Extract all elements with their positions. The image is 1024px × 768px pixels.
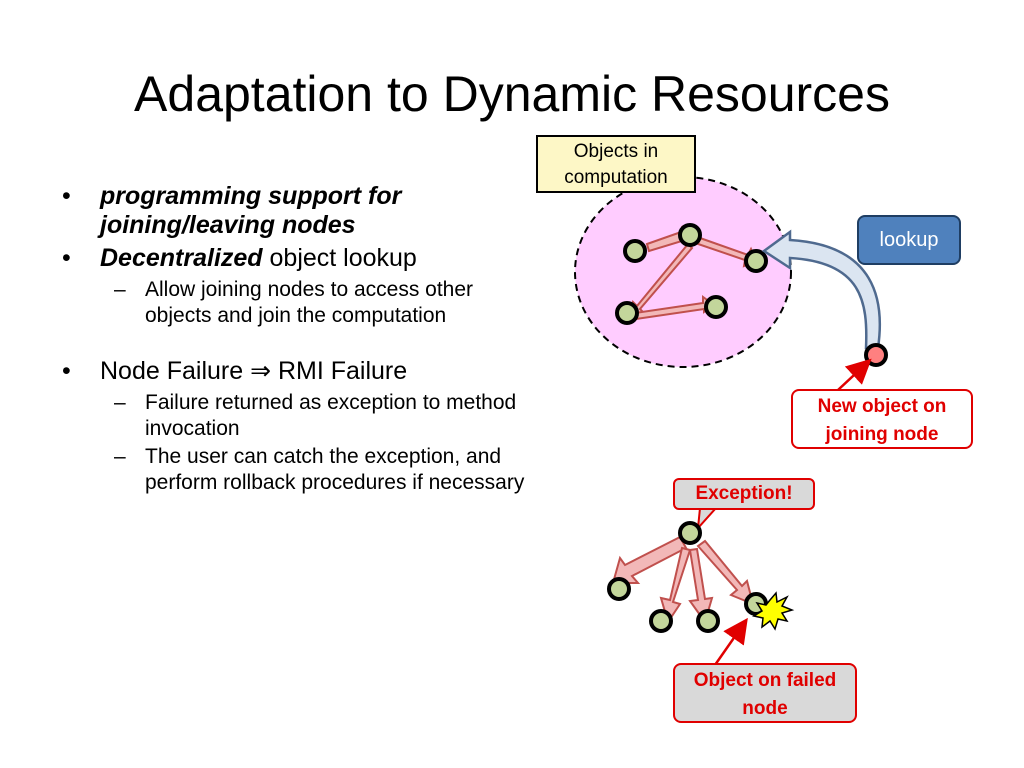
sub-bullet-user-catch: – The user can catch the exception, and … xyxy=(62,444,532,496)
node xyxy=(623,239,647,263)
sub-bullet-dash: – xyxy=(114,391,126,414)
bullet-decentralized-text: object lookup xyxy=(262,244,417,272)
bullet-node-failure: • Node Failure ⇒ RMI Failure xyxy=(62,357,532,386)
node xyxy=(649,609,673,633)
exception-callout-tail xyxy=(696,507,719,531)
sub-bullet-dash: – xyxy=(114,278,126,301)
bullet-node-failure-text: Node Failure ⇒ RMI Failure xyxy=(100,357,408,385)
sub-bullet-dash: – xyxy=(114,445,126,468)
bullet-dot: • xyxy=(62,244,71,272)
computation-nodes xyxy=(615,223,768,325)
bullet-decentralized-emph: Decentralized xyxy=(100,244,263,272)
new-object-callout-line xyxy=(837,358,872,391)
bullet-decentralized: • Decentralized object lookup xyxy=(62,244,532,273)
failure-nodes xyxy=(607,521,720,633)
node xyxy=(678,223,702,247)
failed-node-label: Object on failed node xyxy=(673,663,857,723)
sub-bullet-failure-returned: – Failure returned as exception to metho… xyxy=(62,390,532,442)
failed-node-callout-line xyxy=(713,617,748,666)
lookup-arrow xyxy=(761,229,882,350)
node xyxy=(744,249,768,273)
sub-bullet-joining-nodes-text: Allow joining nodes to access other obje… xyxy=(145,278,474,327)
sub-bullet-user-catch-text: The user can catch the exception, and pe… xyxy=(145,445,525,494)
bullet-programming-support: • programming support for joining/leavin… xyxy=(62,182,532,240)
node xyxy=(704,295,728,319)
node-root xyxy=(678,521,702,545)
new-object-label: New object on joining node xyxy=(791,389,973,449)
sub-bullet-failure-returned-text: Failure returned as exception to method … xyxy=(145,391,517,440)
sub-bullet-joining-nodes: – Allow joining nodes to access other ob… xyxy=(62,277,532,329)
bullet-list: • programming support for joining/leavin… xyxy=(62,182,532,498)
node xyxy=(615,301,639,325)
bullet-dot: • xyxy=(62,182,71,210)
bullet-programming-support-text: programming support for joining/leaving … xyxy=(100,182,402,239)
node xyxy=(607,577,631,601)
failure-arrows xyxy=(611,535,755,625)
bullet-dot: • xyxy=(62,357,71,385)
slide-title: Adaptation to Dynamic Resources xyxy=(134,66,890,122)
node xyxy=(696,609,720,633)
failure-burst-icon xyxy=(752,591,795,631)
arrow-mid-left xyxy=(659,546,692,625)
exception-label: Exception! xyxy=(673,478,815,510)
objects-in-computation-label: Objects in computation xyxy=(536,135,696,193)
lookup-label: lookup xyxy=(857,215,961,265)
new-node xyxy=(864,343,888,367)
arrow-right xyxy=(696,539,755,606)
